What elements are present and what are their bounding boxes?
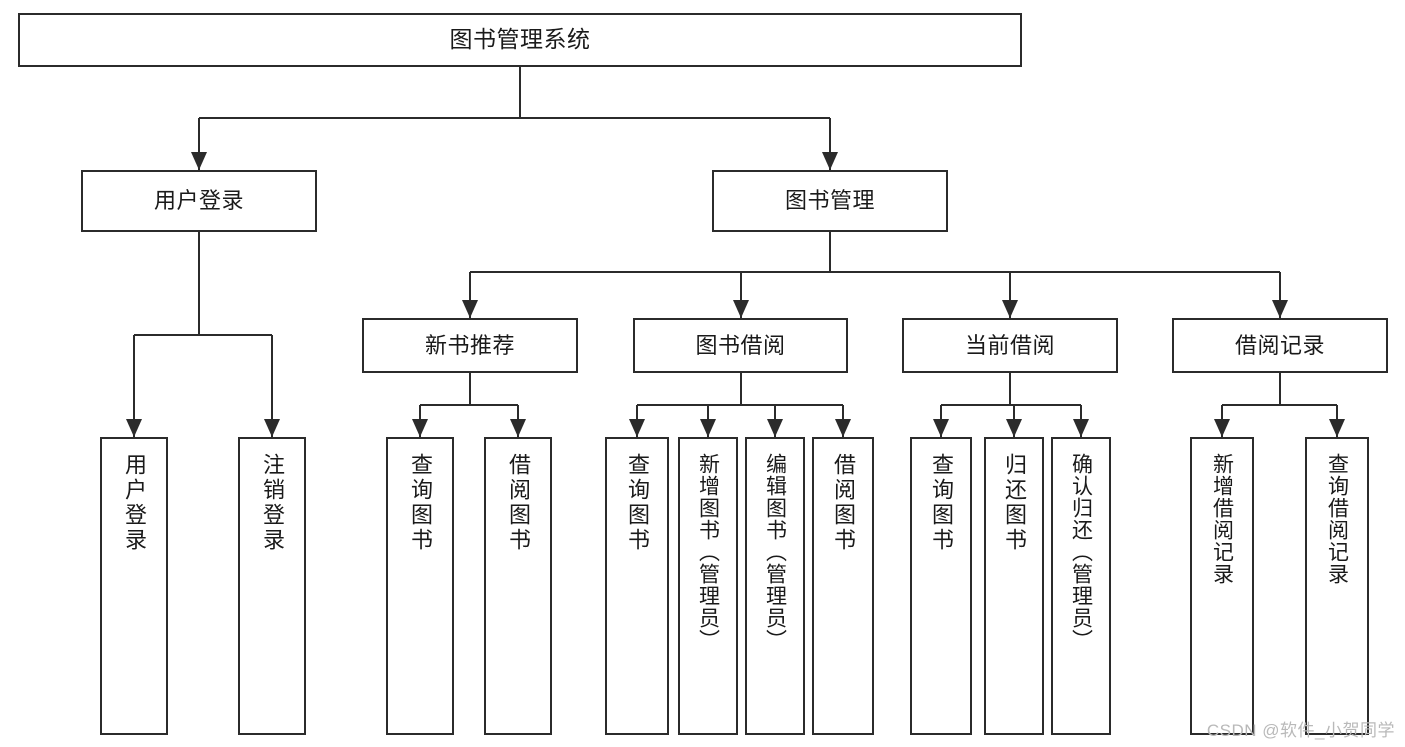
node-l_b2: 借阅图书 [812,437,874,735]
arrowhead-l_q1 [412,419,428,437]
node-l_add: 新增图书（管理员） [678,437,738,735]
node-l_cfm: 确认归还（管理员） [1051,437,1111,735]
node-label: 图书借阅 [695,332,786,358]
arrowhead-l_b2 [835,419,851,437]
arrowhead-l_login [126,419,142,437]
node-label: 新增图书（管理员） [696,453,720,651]
watermark-label: CSDN @软件_小贺同学 [1206,721,1395,740]
node-records: 借阅记录 [1172,318,1388,373]
arrowhead-l_logout [264,419,280,437]
arrowhead-l_edit [767,419,783,437]
node-label: 新书推荐 [424,332,515,358]
node-l_edit: 编辑图书（管理员） [745,437,805,735]
arrowhead-records [1272,300,1288,318]
arrowhead-l_add [700,419,716,437]
node-label: 查询借阅记录 [1325,453,1349,585]
arrowhead-l_addrec [1214,419,1230,437]
arrowhead-borrow [733,300,749,318]
arrowhead-l_qrec [1329,419,1345,437]
node-l_q1: 查询图书 [386,437,454,735]
arrowhead-l_b1 [510,419,526,437]
arrowhead-l_q2 [629,419,645,437]
node-borrow: 图书借阅 [633,318,848,373]
node-label: 查询图书 [408,453,433,553]
node-l_addrec: 新增借阅记录 [1190,437,1254,735]
node-l_qrec: 查询借阅记录 [1305,437,1369,735]
node-label: 图书管理系统 [449,26,591,53]
node-label: 用户登录 [153,188,244,214]
node-label: 确认归还（管理员） [1069,453,1093,651]
node-new_rec: 新书推荐 [362,318,578,373]
node-label: 查询图书 [929,453,954,553]
node-l_q2: 查询图书 [605,437,669,735]
node-label: 借阅图书 [506,453,531,553]
node-label: 编辑图书（管理员） [763,453,787,651]
node-l_logout: 注销登录 [238,437,306,735]
node-l_ret: 归还图书 [984,437,1044,735]
node-label: 图书管理 [784,188,875,214]
node-l_b1: 借阅图书 [484,437,552,735]
node-label: 当前借阅 [964,332,1055,358]
node-label: 借阅图书 [831,453,856,553]
node-l_login: 用户登录 [100,437,168,735]
node-user_login: 用户登录 [81,170,317,232]
node-current: 当前借阅 [902,318,1118,373]
node-book_mgmt: 图书管理 [712,170,948,232]
node-label: 归还图书 [1002,453,1027,553]
arrowhead-current [1002,300,1018,318]
arrowhead-l_q3 [933,419,949,437]
arrowhead-book_mgmt [822,152,838,170]
node-root: 图书管理系统 [18,13,1022,67]
node-label: 借阅记录 [1234,332,1325,358]
node-label: 注销登录 [260,453,285,553]
arrowhead-new_rec [462,300,478,318]
arrowhead-user_login [191,152,207,170]
node-label: 用户登录 [122,453,147,553]
arrowhead-l_cfm [1073,419,1089,437]
node-label: 新增借阅记录 [1210,453,1234,585]
node-label: 查询图书 [625,453,650,553]
node-l_q3: 查询图书 [910,437,972,735]
arrowhead-l_ret [1006,419,1022,437]
